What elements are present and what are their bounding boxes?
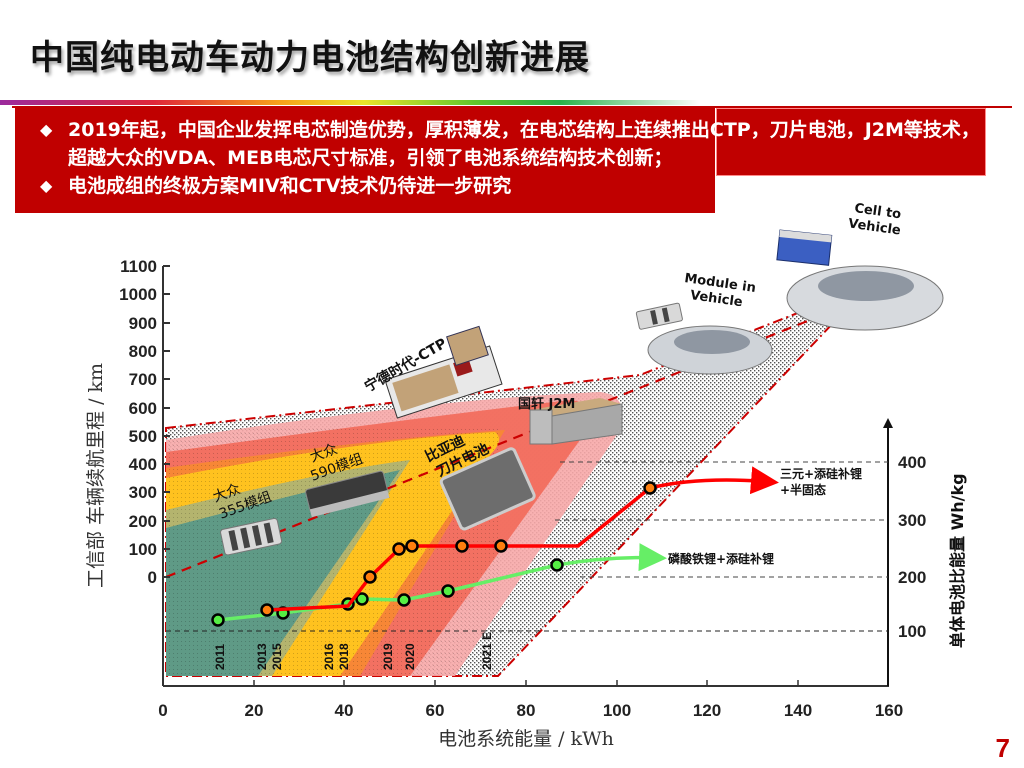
x-tick: 140 [784,701,812,720]
diamond-icon: ◆ [40,176,53,195]
x-tick: 80 [517,701,536,720]
svg-text:2021 E: 2021 E [480,632,494,670]
x-tick: 120 [693,701,721,720]
label-gotion-j2m: 国轩 J2M [518,396,575,412]
y2-tick: 300 [898,511,926,530]
miv-vehicle-image [647,325,773,375]
y-tick: 800 [129,342,157,361]
x-tick: 0 [158,701,167,720]
y2-tick: 100 [898,622,926,641]
series-ternary: 三元+添硅补锂+半固态 [260,466,862,617]
callout-bullet-1: ◆ 2019年起，中国企业发挥电芯制造优势，厚积薄发，在电芯结构上连续推出CTP… [40,116,985,172]
title-red-rule [12,106,1012,108]
y-tick: 100 [129,540,157,559]
vw-590-module-image [305,470,390,518]
y-tick: 200 [129,512,157,531]
svg-text:2018: 2018 [337,643,351,670]
title-rainbow-divider [0,100,700,105]
gotion-j2m-image [529,398,623,445]
y-tick: 600 [129,399,157,418]
x-axis-title: 电池系统能量 / kWh [438,728,614,750]
svg-text:2016: 2016 [322,643,336,670]
miv-module-image [635,302,683,330]
svg-text:2020: 2020 [403,643,417,670]
page-number: 7 [995,733,1010,763]
y-tick: 300 [129,483,157,502]
y-tick: 1100 [120,257,157,276]
left-y-axis: 1100 1000 900 800 700 600 500 400 300 20… [85,257,170,686]
x-tick: 40 [335,701,354,720]
y-tick: 700 [129,370,157,389]
label-cell-to-vehicle: Cell toVehicle [847,201,904,239]
page-title: 中国纯电动车动力电池结构创新进展 [30,38,590,78]
catl-ctp-pack-image [384,325,503,419]
svg-text:2015: 2015 [270,643,284,670]
y-tick: 1000 [119,285,157,304]
callout-box [15,108,715,213]
callout-bullet-text: 电池成组的终极方案MIV和CTV技术仍待进一步研究 [68,175,512,197]
diamond-icon: ◆ [40,120,53,139]
ctv-vehicle-image [786,265,944,331]
label-module-in-vehicle: Module inVehicle [681,271,757,312]
x-tick: 160 [875,701,903,720]
y-tick: 900 [129,314,157,333]
ctv-cell-image [776,229,833,266]
right-y-axis-title: 单体电池比能量 Wh/kg [948,473,967,648]
legend-ternary: 三元+添硅补锂+半固态 [780,466,862,497]
callout-text: ◆ 2019年起，中国企业发挥电芯制造优势，厚积薄发，在电芯结构上连续推出CTP… [40,116,985,200]
trend-dashed-line [165,318,811,579]
svg-text:2013: 2013 [255,643,269,670]
x-tick: 60 [426,701,445,720]
left-y-axis-title: 工信部 车辆续航里程 / km [85,363,107,588]
year-labels: 2011 2013 2015 2016 2018 2019 2020 2021 … [213,632,494,670]
callout-box-extension [716,108,986,176]
legend-lfp: 磷酸铁锂+添硅补锂 [668,551,774,566]
x-axis: 0 20 40 60 80 100 120 140 160 电池系统能量 / k… [158,680,903,750]
y-tick: 0 [148,568,157,587]
vw-355-module-image [220,517,283,556]
x-tick: 20 [245,701,264,720]
callout-bullet-text: 2019年起，中国企业发挥电芯制造优势，厚积薄发，在电芯结构上连续推出CTP，刀… [68,119,980,169]
right-y-axis: 400 300 200 100 单体电池比能量 Wh/kg [166,418,967,686]
x-tick: 100 [603,701,631,720]
byd-blade-battery-image [439,447,536,531]
y2-tick: 400 [898,453,926,472]
y-tick: 500 [129,427,157,446]
y2-tick: 200 [898,568,926,587]
svg-text:2011: 2011 [213,644,227,670]
callout-bullet-2: ◆ 电池成组的终极方案MIV和CTV技术仍待进一步研究 [40,172,985,200]
svg-text:2019: 2019 [381,643,395,670]
y-tick: 400 [129,455,157,474]
